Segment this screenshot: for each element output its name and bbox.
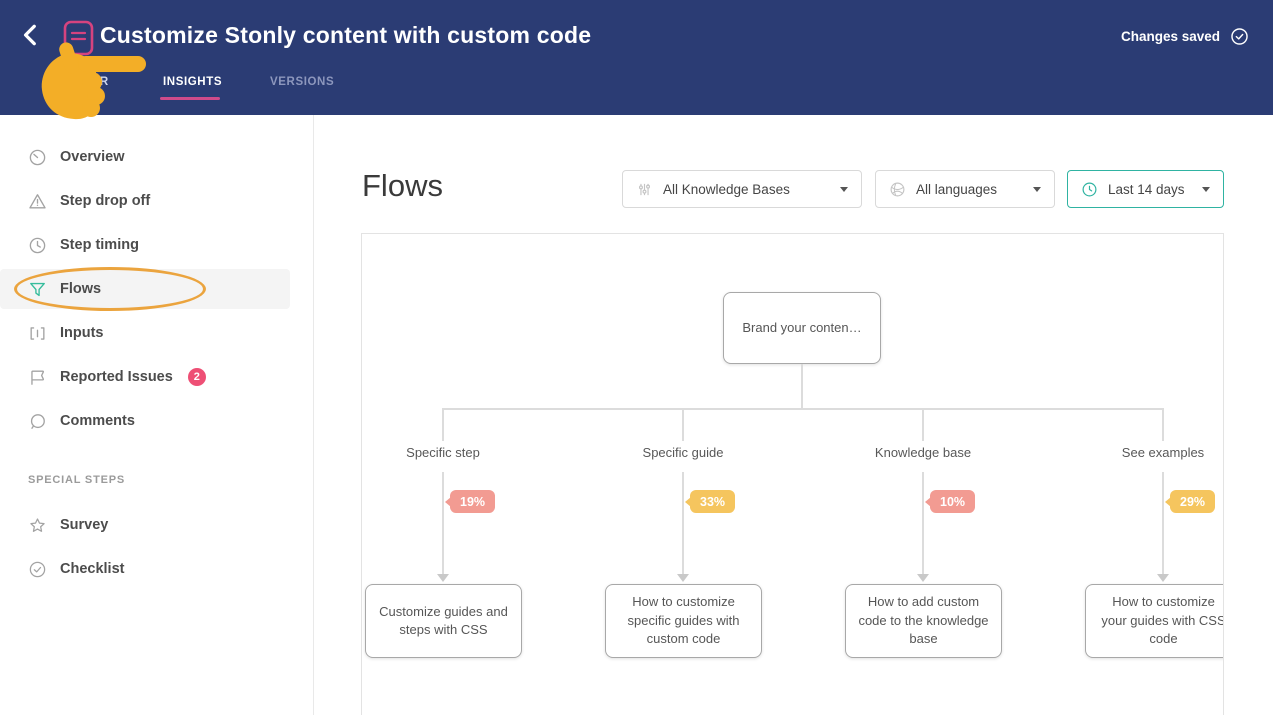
page-heading: Flows — [362, 168, 443, 203]
flow-leaf-node[interactable]: Customize guides and steps with CSS — [365, 584, 522, 658]
caret-down-icon — [1033, 186, 1041, 192]
check-circle-icon — [1231, 28, 1248, 45]
branch-label: See examples — [1115, 445, 1211, 460]
tab-insights[interactable]: INSIGHTS — [163, 76, 223, 88]
gauge-icon — [28, 148, 47, 167]
sidebar-item-flows[interactable]: Flows — [0, 269, 313, 309]
flow-root-node[interactable]: Brand your conten… — [723, 292, 881, 364]
arrowhead-icon — [437, 574, 449, 582]
sidebar-item-label: Checklist — [60, 561, 125, 577]
clock-icon — [28, 236, 47, 255]
funnel-icon — [28, 280, 47, 299]
date-range-dropdown[interactable]: Last 14 days — [1067, 170, 1224, 208]
sidebar-item-label: Comments — [60, 413, 135, 429]
connector-line — [1162, 408, 1164, 441]
percent-badge: 33% — [690, 490, 736, 513]
chevron-left-icon — [23, 24, 36, 46]
dropdown-value: All languages — [916, 181, 998, 197]
active-item-background — [0, 269, 290, 309]
check-circle-icon — [28, 560, 47, 579]
sidebar-item-step-drop-off[interactable]: Step drop off — [0, 181, 313, 221]
connector-line — [1162, 472, 1164, 574]
sidebar-item-label: Step timing — [60, 237, 139, 253]
star-icon — [28, 516, 47, 535]
insights-sidebar: Overview Step drop off Step timing Flows… — [0, 115, 314, 715]
guide-document-icon — [63, 20, 94, 61]
arrowhead-icon — [1157, 574, 1169, 582]
flow-leaf-node[interactable]: How to add custom code to the knowledge … — [845, 584, 1002, 658]
flag-icon — [28, 368, 47, 387]
branch-label: Knowledge base — [868, 445, 978, 460]
percent-badge: 10% — [930, 490, 976, 513]
sidebar-item-label: Flows — [60, 281, 102, 297]
flow-leaf-node[interactable]: How to customize your guides with CSS co… — [1085, 584, 1223, 658]
caret-down-icon — [840, 186, 848, 192]
connector-line — [442, 408, 1164, 410]
special-steps-section-label: SPECIAL STEPS — [28, 474, 125, 486]
sliders-icon — [636, 181, 653, 198]
connector-line — [442, 472, 444, 574]
tab-versions[interactable]: VERSIONS — [270, 76, 335, 88]
header-bar: Customize Stonly content with custom cod… — [0, 0, 1273, 115]
sidebar-item-label: Overview — [60, 149, 125, 165]
caret-down-icon — [1202, 186, 1210, 192]
branch-label: Specific guide — [636, 445, 730, 460]
arrowhead-icon — [917, 574, 929, 582]
sidebar-item-label: Reported Issues — [60, 369, 173, 385]
sidebar-item-overview[interactable]: Overview — [0, 137, 313, 177]
connector-line — [682, 408, 684, 441]
connector-line — [801, 364, 803, 408]
back-button[interactable] — [18, 22, 48, 52]
connector-line — [922, 472, 924, 574]
input-brackets-icon — [28, 324, 47, 343]
connector-line — [682, 472, 684, 574]
flow-diagram-panel: Brand your conten… Specific step 19% Cus… — [361, 233, 1224, 715]
clock-icon — [1081, 181, 1098, 198]
flow-leaf-node[interactable]: How to customize specific guides with cu… — [605, 584, 762, 658]
sidebar-item-label: Inputs — [60, 325, 104, 341]
sidebar-item-inputs[interactable]: Inputs — [0, 313, 313, 353]
sidebar-item-comments[interactable]: Comments — [0, 401, 313, 441]
arrowhead-icon — [677, 574, 689, 582]
connector-line — [442, 408, 444, 441]
warning-triangle-icon — [28, 192, 47, 211]
globe-icon — [889, 181, 906, 198]
dropdown-value: Last 14 days — [1108, 181, 1185, 197]
comment-icon — [28, 412, 47, 431]
knowledge-base-filter-dropdown[interactable]: All Knowledge Bases — [622, 170, 862, 208]
sidebar-item-survey[interactable]: Survey — [0, 505, 313, 545]
hand-pointer-annotation — [36, 42, 148, 125]
active-tab-underline — [160, 97, 220, 100]
connector-line — [922, 408, 924, 441]
page-title: Customize Stonly content with custom cod… — [100, 22, 592, 48]
sidebar-item-checklist[interactable]: Checklist — [0, 549, 313, 589]
sidebar-item-step-timing[interactable]: Step timing — [0, 225, 313, 265]
sidebar-item-label: Survey — [60, 517, 109, 533]
pointing-hand-icon — [41, 42, 146, 120]
sidebar-item-label: Step drop off — [60, 193, 151, 209]
sidebar-item-reported-issues[interactable]: Reported Issues 2 — [0, 357, 313, 397]
changes-saved-status: Changes saved — [1121, 27, 1249, 46]
language-filter-dropdown[interactable]: All languages — [875, 170, 1055, 208]
branch-label: Specific step — [400, 445, 486, 460]
dropdown-value: All Knowledge Bases — [663, 181, 790, 197]
issues-count-badge: 2 — [187, 368, 206, 386]
percent-badge: 29% — [1170, 490, 1216, 513]
percent-badge: 19% — [450, 490, 496, 513]
changes-saved-label: Changes saved — [1120, 29, 1220, 44]
